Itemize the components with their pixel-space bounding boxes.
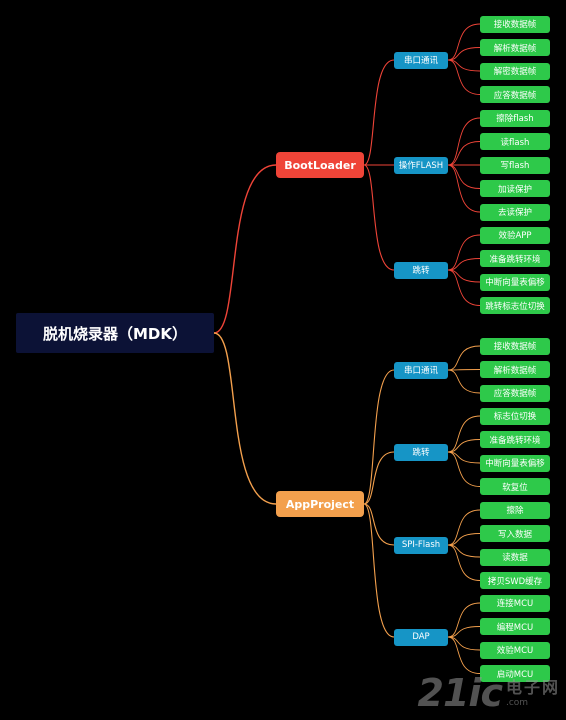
- connector-line: [447, 533, 481, 546]
- connector-line: [447, 369, 481, 394]
- leaf-node: 标志位切换: [480, 407, 550, 425]
- connector-line: [447, 117, 481, 166]
- watermark-cn: 电子网: [505, 678, 560, 697]
- leaf-node: 写flash: [480, 156, 550, 174]
- leaf-node: 解密数据帧: [480, 62, 550, 80]
- subtopic-node: 操作FLASH: [394, 156, 448, 174]
- subtopic-node: 跳转: [394, 443, 448, 461]
- connector-line: [447, 164, 481, 189]
- subtopic-node: 跳转: [394, 261, 448, 279]
- leaf-node: 准备跳转环境: [480, 250, 550, 267]
- leaf-node: 软复位: [480, 478, 550, 495]
- connector-line: [447, 626, 481, 638]
- leaf-node: 加读保护: [480, 180, 550, 197]
- connector-line: [447, 269, 481, 306]
- connector-line: [447, 544, 481, 581]
- connector-line: [447, 602, 481, 638]
- branch-bootloader: BootLoader: [276, 152, 364, 178]
- leaf-node: 跳转标志位切换: [480, 297, 550, 314]
- leaf-node: 接收数据帧: [480, 337, 550, 355]
- connector-line: [447, 439, 481, 453]
- connector-line: [447, 234, 481, 271]
- leaf-node: 解析数据帧: [480, 39, 550, 56]
- connector-line: [447, 636, 481, 674]
- connector-line: [447, 47, 481, 61]
- connector-line: [447, 509, 481, 546]
- leaf-node: 准备跳转环境: [480, 431, 550, 448]
- leaf-node: 效验MCU: [480, 641, 550, 659]
- leaf-node: 应答数据帧: [480, 384, 550, 402]
- leaf-node: 解析数据帧: [480, 361, 550, 378]
- connector-line: [447, 451, 481, 487]
- connector-line: [363, 369, 395, 505]
- watermark-sub: .com: [505, 698, 529, 708]
- connector-line: [363, 164, 395, 271]
- branch-appproject: AppProject: [276, 491, 364, 517]
- root-node: 脱机烧录器（MDK）: [16, 313, 214, 353]
- connector-line: [363, 503, 395, 546]
- leaf-node: 效验APP: [480, 226, 550, 244]
- leaf-node: 启动MCU: [480, 665, 550, 682]
- subtopic-node: DAP: [394, 628, 448, 646]
- connector-line: [213, 332, 277, 505]
- leaf-node: 擦除flash: [480, 109, 550, 127]
- connector-line: [363, 59, 395, 166]
- connector-line: [213, 164, 277, 334]
- leaf-node: 应答数据帧: [480, 86, 550, 103]
- watermark-main: 21ic: [417, 671, 503, 715]
- leaf-node: 擦除: [480, 501, 550, 519]
- connector-line: [447, 23, 481, 61]
- leaf-node: 读数据: [480, 548, 550, 566]
- subtopic-node: SPI-Flash: [394, 536, 448, 554]
- leaf-node: 编程MCU: [480, 618, 550, 635]
- leaf-node: 接收数据帧: [480, 15, 550, 33]
- leaf-node: 去读保护: [480, 203, 550, 221]
- subtopic-node: 串口通讯: [394, 51, 448, 69]
- connector-line: [447, 345, 481, 371]
- connector-line: [447, 258, 481, 271]
- subtopic-node: 串口通讯: [394, 361, 448, 379]
- leaf-node: 连接MCU: [480, 594, 550, 612]
- leaf-node: 中断向量表偏移: [480, 273, 550, 291]
- connector-line: [363, 503, 395, 638]
- leaf-node: 拷贝SWD缓存: [480, 572, 550, 589]
- leaf-node: 中断向量表偏移: [480, 454, 550, 472]
- connector-line: [447, 369, 481, 371]
- connector-line: [447, 59, 481, 95]
- connector-line: [447, 164, 481, 213]
- connector-line: [447, 415, 481, 453]
- connector-line: [447, 141, 481, 166]
- leaf-node: 写入数据: [480, 525, 550, 542]
- leaf-node: 读flash: [480, 133, 550, 150]
- watermark-logo: 21ic 电子网 .com: [418, 674, 560, 712]
- connector-line: [363, 451, 395, 505]
